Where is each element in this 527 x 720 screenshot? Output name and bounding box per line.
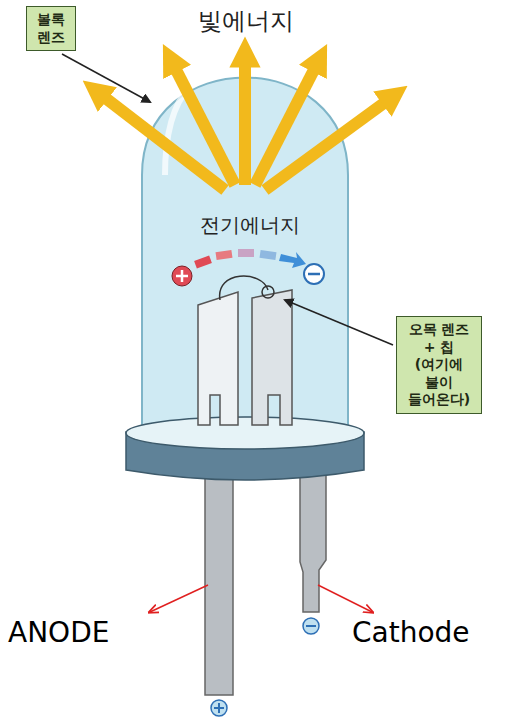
minus-symbol (303, 618, 319, 634)
leader-line (285, 300, 393, 345)
callout-box: 오목 렌즈 + 칩(여기에 불이 들어온다) (396, 316, 482, 414)
minus-symbol (304, 264, 324, 284)
rim-top (126, 417, 364, 449)
light-rays (95, 52, 395, 190)
electric-flow (194, 249, 306, 268)
callout-box: 볼록 렌즈 (26, 6, 76, 51)
leader-line (150, 585, 208, 612)
energy-label: 빛에너지 (198, 8, 294, 34)
energy-label: 전기에너지 (200, 214, 300, 236)
pin-name: ANODE (8, 618, 109, 649)
leader-line (62, 54, 150, 102)
anode-leg (205, 470, 233, 695)
callout-text: 오목 렌즈 + 칩(여기에 불이 들어온다) (402, 321, 476, 409)
cathode-leg (300, 470, 326, 612)
callout-text: 볼록 렌즈 (32, 11, 70, 46)
bond-wire (220, 276, 268, 300)
plus-symbol (211, 700, 227, 716)
pin-name: Cathode (352, 618, 470, 649)
anode-post (198, 292, 238, 425)
plus-symbol (172, 266, 192, 286)
chip (262, 286, 274, 298)
cathode-post (252, 290, 292, 425)
leader-line (318, 585, 372, 612)
